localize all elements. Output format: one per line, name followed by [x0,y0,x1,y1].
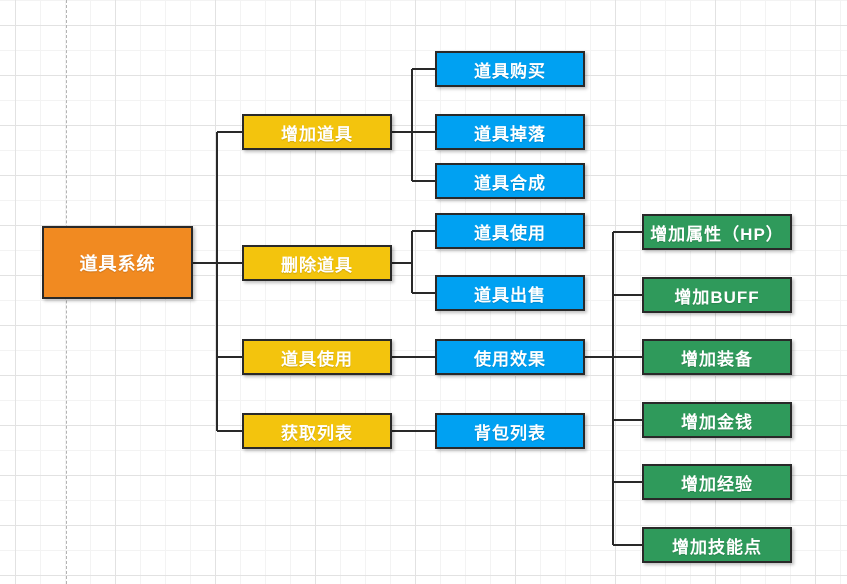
node-add-equip[interactable]: 增加装备 [642,339,792,375]
node-use-effect[interactable]: 使用效果 [435,339,585,375]
node-item-craft[interactable]: 道具合成 [435,163,585,199]
node-item-system[interactable]: 道具系统 [42,226,193,299]
node-item-buy[interactable]: 道具购买 [435,51,585,87]
node-item-use[interactable]: 道具使用 [435,213,585,249]
node-add-exp[interactable]: 增加经验 [642,464,792,500]
node-use-item[interactable]: 道具使用 [242,339,392,375]
node-add-skill[interactable]: 增加技能点 [642,527,792,563]
node-add-buff[interactable]: 增加BUFF [642,277,792,313]
node-get-list[interactable]: 获取列表 [242,413,392,449]
node-item-sell[interactable]: 道具出售 [435,275,585,311]
node-add-item[interactable]: 增加道具 [242,114,392,150]
node-add-money[interactable]: 增加金钱 [642,402,792,438]
node-bag-list[interactable]: 背包列表 [435,413,585,449]
node-item-drop[interactable]: 道具掉落 [435,114,585,150]
node-add-attr[interactable]: 增加属性（HP） [642,214,792,250]
node-delete-item[interactable]: 删除道具 [242,245,392,281]
